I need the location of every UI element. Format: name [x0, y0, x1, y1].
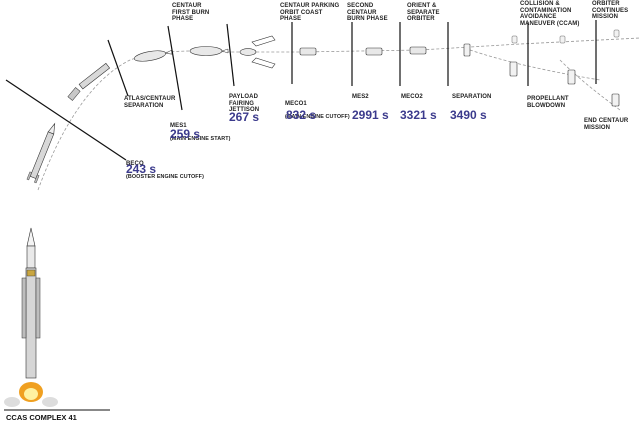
- mes1-label: MES1 (MAIN ENGINE START): [170, 116, 231, 142]
- spent-booster: [67, 87, 81, 101]
- fairing-label: PAYLOAD FAIRING JETTISON: [229, 94, 260, 113]
- mes1-subtitle: (MAIN ENGINE START): [170, 135, 231, 142]
- fairing-time: 267 s: [229, 110, 260, 124]
- meco1-label: MECO1 (MAIN ENGINE CUTOFF): [285, 94, 350, 120]
- fairing-divider: [226, 23, 235, 87]
- mes1-divider: [167, 25, 183, 111]
- second-burn-label: SECOND CENTAUR BURN PHASE: [347, 3, 388, 22]
- atlas-v-on-pad: [21, 227, 41, 379]
- centaur-coast: [299, 47, 317, 56]
- meco2-time: 3321 s: [400, 108, 437, 122]
- centaur-end: [611, 93, 620, 107]
- trajectory-branch-lower: [559, 59, 621, 111]
- beco-label: BECO (BOOSTER ENGINE CUTOFF): [126, 154, 204, 180]
- coast-label: CENTAUR PARKING ORBIT COAST PHASE: [280, 3, 340, 22]
- fairing-half-upper: [251, 35, 276, 47]
- centaur-blowdown: [509, 61, 518, 77]
- mes2-label: MES2: [352, 94, 369, 100]
- meco2-label: MECO2: [401, 94, 423, 100]
- orbiter-continuing: [559, 35, 566, 44]
- orbiter-separation: [463, 43, 471, 57]
- launch-flame: [4, 382, 58, 407]
- mes2-time: 2991 s: [352, 108, 389, 122]
- meco1-subtitle: (MAIN ENGINE CUTOFF): [285, 113, 350, 120]
- beco-title: BECO: [126, 160, 144, 167]
- first-burn-label: CENTAUR FIRST BURN PHASE: [172, 3, 210, 22]
- orbiter-far: [613, 29, 620, 38]
- orbiter-continues-label: ORBITER CONTINUES MISSION: [592, 1, 629, 20]
- centaur-second-burn: [365, 47, 383, 56]
- centaur-first-burn: [189, 46, 229, 56]
- centaur-meco2: [409, 46, 427, 55]
- mes1-title: MES1: [170, 122, 187, 129]
- atlas-rocket-ascent: [26, 122, 56, 184]
- centaur-drifting: [567, 69, 576, 85]
- ccam-label: COLLISION & CONTAMINATION AVOIDANCE MANE…: [520, 1, 580, 27]
- separation-time: 3490 s: [450, 108, 487, 122]
- beco-time: 243 s: [126, 162, 157, 176]
- fairing-half-lower: [251, 57, 276, 69]
- end-centaur-label: END CENTAUR MISSION: [584, 118, 629, 131]
- beco-subtitle: (BOOSTER ENGINE CUTOFF): [126, 173, 204, 180]
- atlas-sep-divider: [107, 39, 129, 97]
- blowdown-label: PROPELLANT BLOWDOWN: [527, 96, 569, 109]
- atlas-sep-label: ATLAS/CENTAUR SEPARATION: [124, 96, 176, 109]
- meco1-time: 832 s: [286, 108, 317, 122]
- centaur-fairing-jettison: [239, 48, 257, 56]
- beco-divider: [5, 79, 127, 161]
- orbiter-ccam: [511, 35, 518, 44]
- mes1-time: 259 s: [170, 127, 201, 141]
- orient-label: ORIENT & SEPARATE ORBITER: [407, 3, 440, 22]
- separation-label: SEPARATION: [452, 94, 492, 100]
- atlas-stage-separation: [78, 62, 111, 90]
- trajectory-branch: [469, 49, 601, 81]
- meco1-title: MECO1: [285, 100, 307, 107]
- launch-site-label: CCAS COMPLEX 41: [6, 413, 77, 422]
- centaur-with-fairing: [133, 49, 173, 62]
